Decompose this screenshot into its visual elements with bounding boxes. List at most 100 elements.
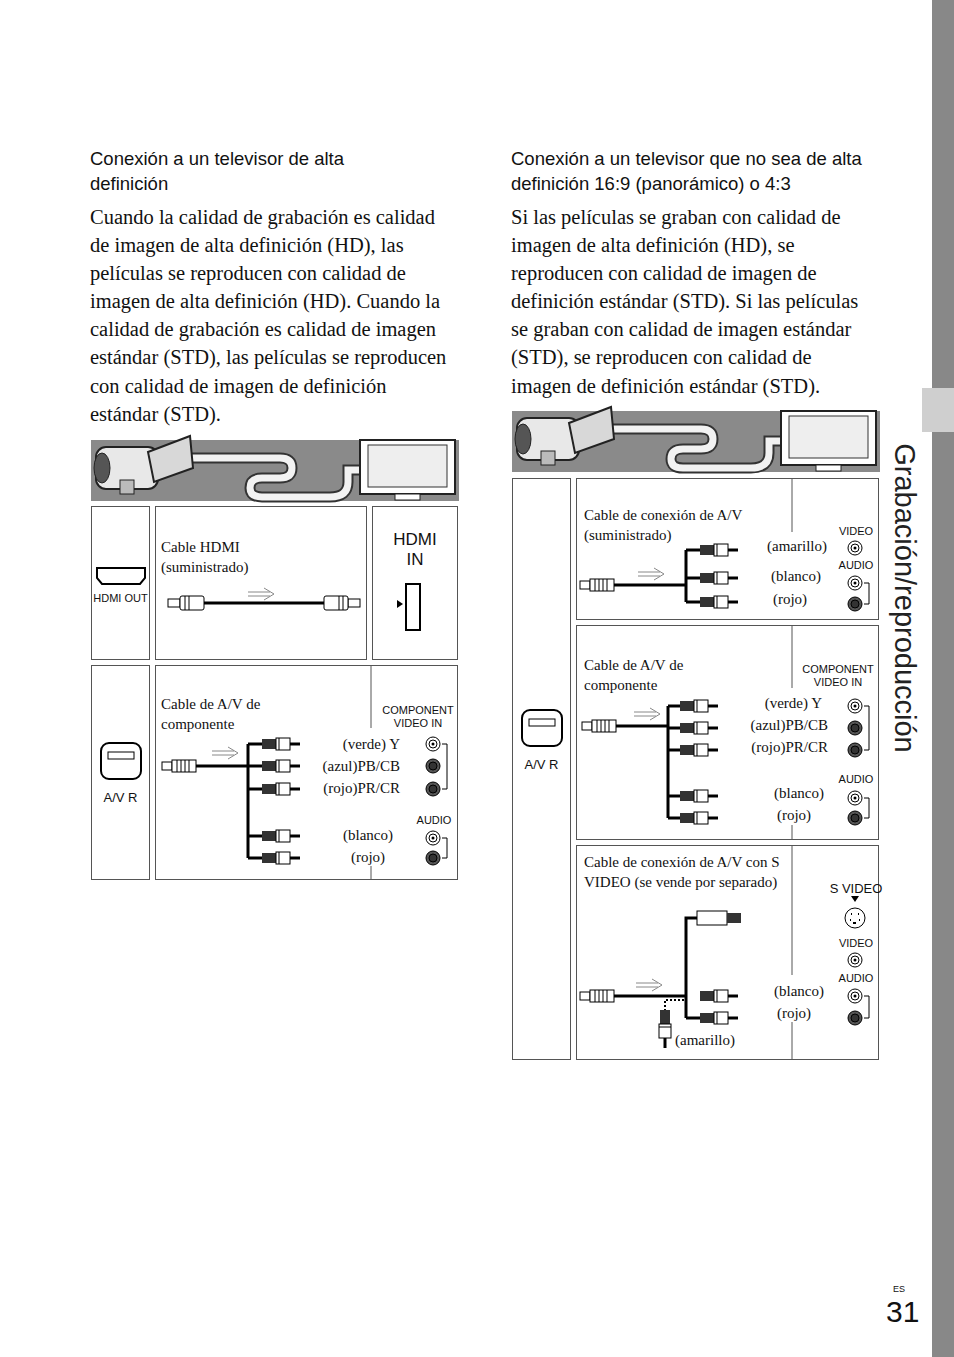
plug-blue [262,760,300,772]
section-heading: Conexión a un televisor que no sea de al… [511,146,876,196]
wire-label: (blanco) [318,825,418,845]
jack [848,1011,862,1025]
port-name: AUDIO [834,773,878,786]
jack [848,743,862,757]
av-plug [582,720,616,732]
wire-label: (rojo) [744,1003,844,1023]
plug-green [680,700,718,712]
cable-name: Cable HDMI (suministrado) [161,537,276,577]
jack [426,831,440,845]
direction-arrow [634,708,660,720]
wire-label: (amarillo) [731,536,827,556]
s-video-cable [614,918,700,1018]
port-cell: A/V R [91,665,150,880]
wire-label: (blanco) [724,783,824,803]
plug-yellow [700,544,738,556]
plug-red [680,744,718,756]
s-video-plug-tip [727,913,741,923]
wire-label: (azul)PB/CB [296,756,400,776]
port-name: HDMI OUT [92,592,149,605]
port-name: AUDIO [831,972,881,985]
port-name: S VIDEO [811,881,901,896]
hdmi-port-icon [97,568,145,584]
port-name: VIDEO [831,525,881,538]
port-name: A/V R [514,757,569,772]
plug-red [262,783,300,795]
cell-divider [371,665,372,728]
cable-name: Cable de conexión de A/V (suministrado) [584,505,779,545]
jack-bracket [864,706,869,818]
plug-red [700,1012,738,1024]
port-name: AUDIO [412,814,456,827]
cable-cell: Cable de conexión de A/V (suministrado)(… [576,478,879,620]
jack [426,782,440,796]
tv-input-cell: COMPONENT VIDEO IN AUDIO [794,626,880,841]
s-video-jack [845,908,865,928]
language-code: ES [893,1284,913,1294]
av-port-icon [101,743,141,779]
optional-lead [665,1000,684,1010]
wire-label: (rojo) [745,589,835,609]
cell-divider [371,866,372,880]
port-name: AUDIO [831,559,881,572]
band-left [91,436,459,501]
wire-label: (azul)PB/CB [724,715,828,735]
wire-label: (amarillo) [675,1030,765,1050]
band-right [512,407,880,472]
jack [426,759,440,773]
section-heading: Conexión a un televisor de alta definici… [90,146,390,196]
direction-arrow [212,747,238,759]
direction-arrow [248,588,274,600]
plug-red [680,812,718,824]
plug-white [262,830,300,842]
jack [848,597,862,611]
cell-divider [792,478,793,532]
cable-name: Cable de conexión de A/V con S VIDEO (se… [584,852,784,892]
cable-cell: Cable de conexión de A/V con S VIDEO (se… [576,845,879,1060]
port-name: COMPONENT VIDEO IN [797,663,879,689]
cable-cell: Cable de A/V de componente(verde) Y(azul… [155,665,458,880]
page-number: 31 [886,1296,936,1328]
plug-white [700,572,738,584]
tv-input-cell: VIDEO AUDIO [794,479,880,621]
s-video-pins [850,914,860,923]
cable-name: Cable de A/V de componente [584,655,714,695]
cell-divider [792,845,793,975]
body-text: Cuando la calidad de grabación es calida… [90,203,458,428]
av-plug [580,990,614,1002]
cable-cell: Cable de A/V de componente(verde) Y(azul… [576,625,879,840]
port-name: VIDEO [831,937,881,950]
cell-divider [792,825,793,840]
port-cell: HDMI OUT [91,506,150,660]
hdmi-cable [204,602,324,605]
section-tab-label: Grabación/reproducción [887,433,923,763]
cable-cell: Cable HDMI (suministrado) [155,506,367,660]
port-cell: A/V R [512,478,571,1060]
av-plug [580,579,614,591]
plug-yellow [659,1010,671,1048]
port-marker [851,896,859,902]
hdmi-in-port [406,584,420,630]
av-port-icon [522,710,562,746]
hdmi-plug-left [168,596,204,610]
section-tab [922,388,954,432]
plug-green [262,738,300,750]
jack [848,811,862,825]
wire-label: (verde) Y [296,734,400,754]
plug-white [680,790,718,802]
direction-arrow [636,979,662,991]
hdmi-plug-right [324,596,360,610]
plug-blue [680,722,718,734]
wire-label: (rojo) [318,847,418,867]
tv-input-cell: S VIDEOVIDEOAUDIO [794,846,880,1061]
side-bar [932,0,954,1357]
jack [848,541,862,555]
plug-red [700,596,738,608]
jack-bracket [864,996,869,1018]
wire-label: (rojo)PR/CR [296,778,400,798]
av-cable [614,550,700,602]
plug-red [262,852,300,864]
port-name: A/V R [93,790,148,805]
body-text: Si las películas se graban con calidad d… [511,203,873,400]
